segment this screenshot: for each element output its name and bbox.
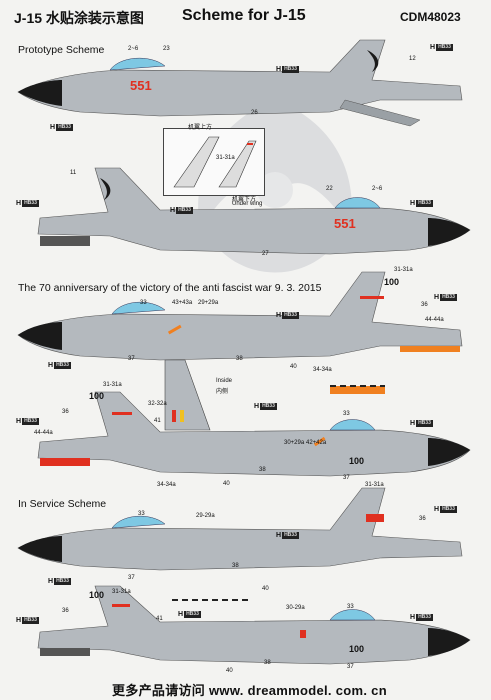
title-chinese: J-15 水贴涂装示意图 (14, 10, 144, 26)
callout-40-d: 40 (226, 668, 233, 674)
callout-36-a: 36 (421, 302, 428, 308)
callout-37-b: 37 (343, 475, 350, 481)
callout-40-b: 40 (223, 481, 230, 487)
callout-33-a: 33 (140, 300, 147, 306)
callout-38-c: 38 (232, 563, 239, 569)
section-in-service-scheme: In Service Scheme (18, 498, 107, 510)
callout-36-c: 36 (419, 516, 426, 522)
callout-23: 23 (163, 46, 170, 52)
callout-44-44a-a: 44-44a (425, 317, 444, 323)
callout-37-d: 37 (347, 664, 354, 670)
inset-tail-label-en: Inside (216, 378, 233, 384)
callout-40-a: 40 (290, 364, 297, 370)
callout-29-29a-a: 29+29a (198, 300, 219, 306)
callout-30-29a-b: 30-29a (286, 605, 305, 611)
callout-36-d: 36 (62, 608, 69, 614)
serial-551-b: 551 (334, 216, 356, 231)
callout-29-29a-b: 29-29a (196, 513, 215, 519)
callout-32-32a: 32-32a (148, 401, 167, 407)
inset-tail-label-cn: 内侧 (216, 389, 229, 395)
callout-42-42a: 42+42a (306, 440, 327, 446)
wing-bottom-label-en: Under wing (232, 201, 263, 207)
callout-11: 11 (70, 170, 77, 176)
callout-40-c: 40 (262, 586, 269, 592)
callout-37-c: 37 (128, 575, 135, 581)
callout-2-6-b: 2~6 (372, 186, 383, 192)
callout-31-31a-a: 31-31a (394, 267, 413, 273)
wing-callout: 31-31a (216, 155, 235, 161)
callout-2-6-a: 2~6 (128, 46, 139, 52)
callout-44-44a-b: 44-44a (34, 430, 53, 436)
inset-wing-diagram (163, 128, 265, 196)
tail-number-100-a: 100 (384, 277, 400, 287)
product-code: CDM48023 (400, 10, 461, 24)
fuselage-number-100: 100 (349, 456, 365, 466)
callout-37-a: 37 (128, 356, 135, 362)
section-prototype-scheme: Prototype Scheme (18, 44, 105, 56)
footer-website: 更多产品请访问 www. dreammodel. com. cn (112, 683, 387, 698)
callout-36-b: 36 (62, 409, 69, 415)
callout-34-34a-b: 34-34a (157, 482, 176, 488)
callout-30-29a: 30+29a (284, 440, 305, 446)
title-english: Scheme for J-15 (182, 7, 306, 24)
callout-38-a: 38 (236, 356, 243, 362)
callout-12: 12 (409, 56, 416, 62)
callout-27: 27 (262, 251, 269, 257)
serial-551-a: 551 (130, 78, 152, 93)
tail-number-100-b: 100 (89, 391, 105, 401)
wing-diagram (173, 136, 257, 188)
callout-33-d: 33 (347, 604, 354, 610)
wing-top-label: 机翼上方 (188, 125, 213, 131)
callout-33-b: 33 (343, 411, 350, 417)
tail-number-100-c: 100 (89, 590, 105, 600)
callout-38-b: 38 (259, 467, 266, 473)
wing-bottom-label-cn: 机翼下方 (232, 197, 257, 203)
callout-41-b: 41 (156, 616, 163, 622)
section-anniversary-scheme: The 70 anniversary of the victory of the… (18, 282, 322, 294)
callout-26: 26 (251, 110, 258, 116)
callout-34-34a-a: 34-34a (313, 367, 332, 373)
callout-38-d: 38 (264, 660, 271, 666)
fuselage-number-100-b: 100 (349, 644, 365, 654)
callout-31-31a-d: 31-31a (112, 589, 131, 595)
callout-41-a: 41 (154, 418, 161, 424)
callout-31-31a-b: 31-31a (103, 382, 122, 388)
callout-31-31a-c: 31-31a (365, 482, 384, 488)
callout-43-43a: 43+43a (172, 300, 193, 306)
callout-22: 22 (326, 186, 333, 192)
callout-33-c: 33 (138, 511, 145, 517)
